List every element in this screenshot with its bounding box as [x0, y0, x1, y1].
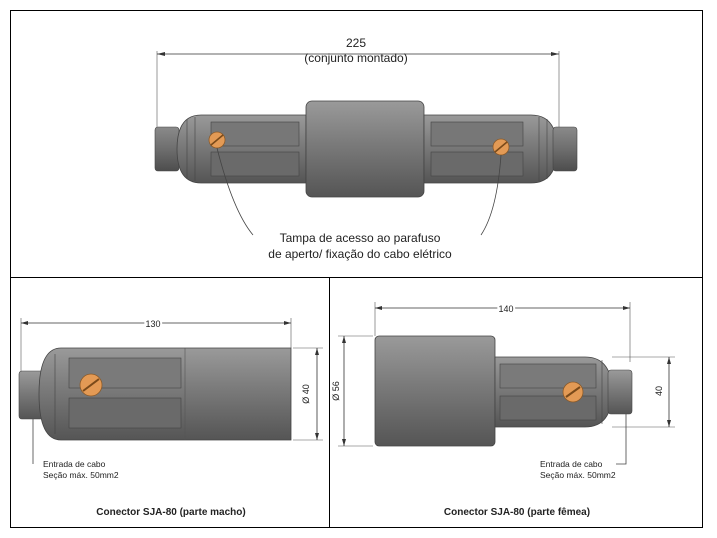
coupling-sleeve [305, 100, 425, 198]
overall-length-dimension: 225 (conjunto montado) [156, 36, 560, 129]
male-length-dimension: 130 [20, 317, 292, 374]
female-screw-icon [562, 381, 584, 403]
female-part-drawing: 140 Ø 56 40 [331, 302, 675, 518]
male-cable-label-2: Seção máx. 50mm2 [43, 470, 119, 480]
right-cable-stub [552, 126, 578, 172]
male-length-value: 130 [145, 319, 160, 329]
female-height-dimension: 40 [612, 356, 675, 428]
female-diameter-value: Ø 56 [331, 381, 341, 401]
male-cable-label-1: Entrada de cabo [43, 459, 106, 469]
male-diameter-dimension: Ø 40 [293, 347, 323, 441]
right-screw-icon [492, 138, 510, 156]
male-part-panel: 130 Ø 40 Entrada de cabo Seção máx. 50mm… [10, 277, 330, 528]
assembled-connector-drawing: 225 (conjunto montado) [154, 36, 578, 261]
overall-length-note: (conjunto montado) [304, 51, 407, 65]
female-length-dimension: 140 [374, 302, 631, 362]
female-cable-label-2: Seção máx. 50mm2 [540, 470, 616, 480]
female-cable-label-1: Entrada de cabo [540, 459, 603, 469]
female-part-panel: 140 Ø 56 40 [329, 277, 703, 528]
female-caption: Conector SJA-80 (parte fêmea) [444, 507, 590, 518]
female-length-value: 140 [498, 304, 513, 314]
female-diameter-dimension: Ø 56 [331, 335, 373, 447]
male-diameter-value: Ø 40 [301, 384, 311, 404]
overall-length-value: 225 [346, 36, 366, 50]
male-screw-icon [79, 373, 103, 397]
male-part-drawing: 130 Ø 40 Entrada de cabo Seção máx. 50mm… [18, 317, 323, 518]
male-caption: Conector SJA-80 (parte macho) [96, 507, 245, 518]
left-screw-icon [208, 131, 226, 149]
callout-line-2: de aperto/ fixação do cabo elétrico [268, 247, 452, 261]
callout-line-1: Tampa de acesso ao parafuso [280, 231, 441, 245]
left-cable-stub [154, 126, 180, 172]
assembled-connector-panel: 225 (conjunto montado) [10, 10, 703, 278]
female-height-value: 40 [654, 386, 664, 396]
